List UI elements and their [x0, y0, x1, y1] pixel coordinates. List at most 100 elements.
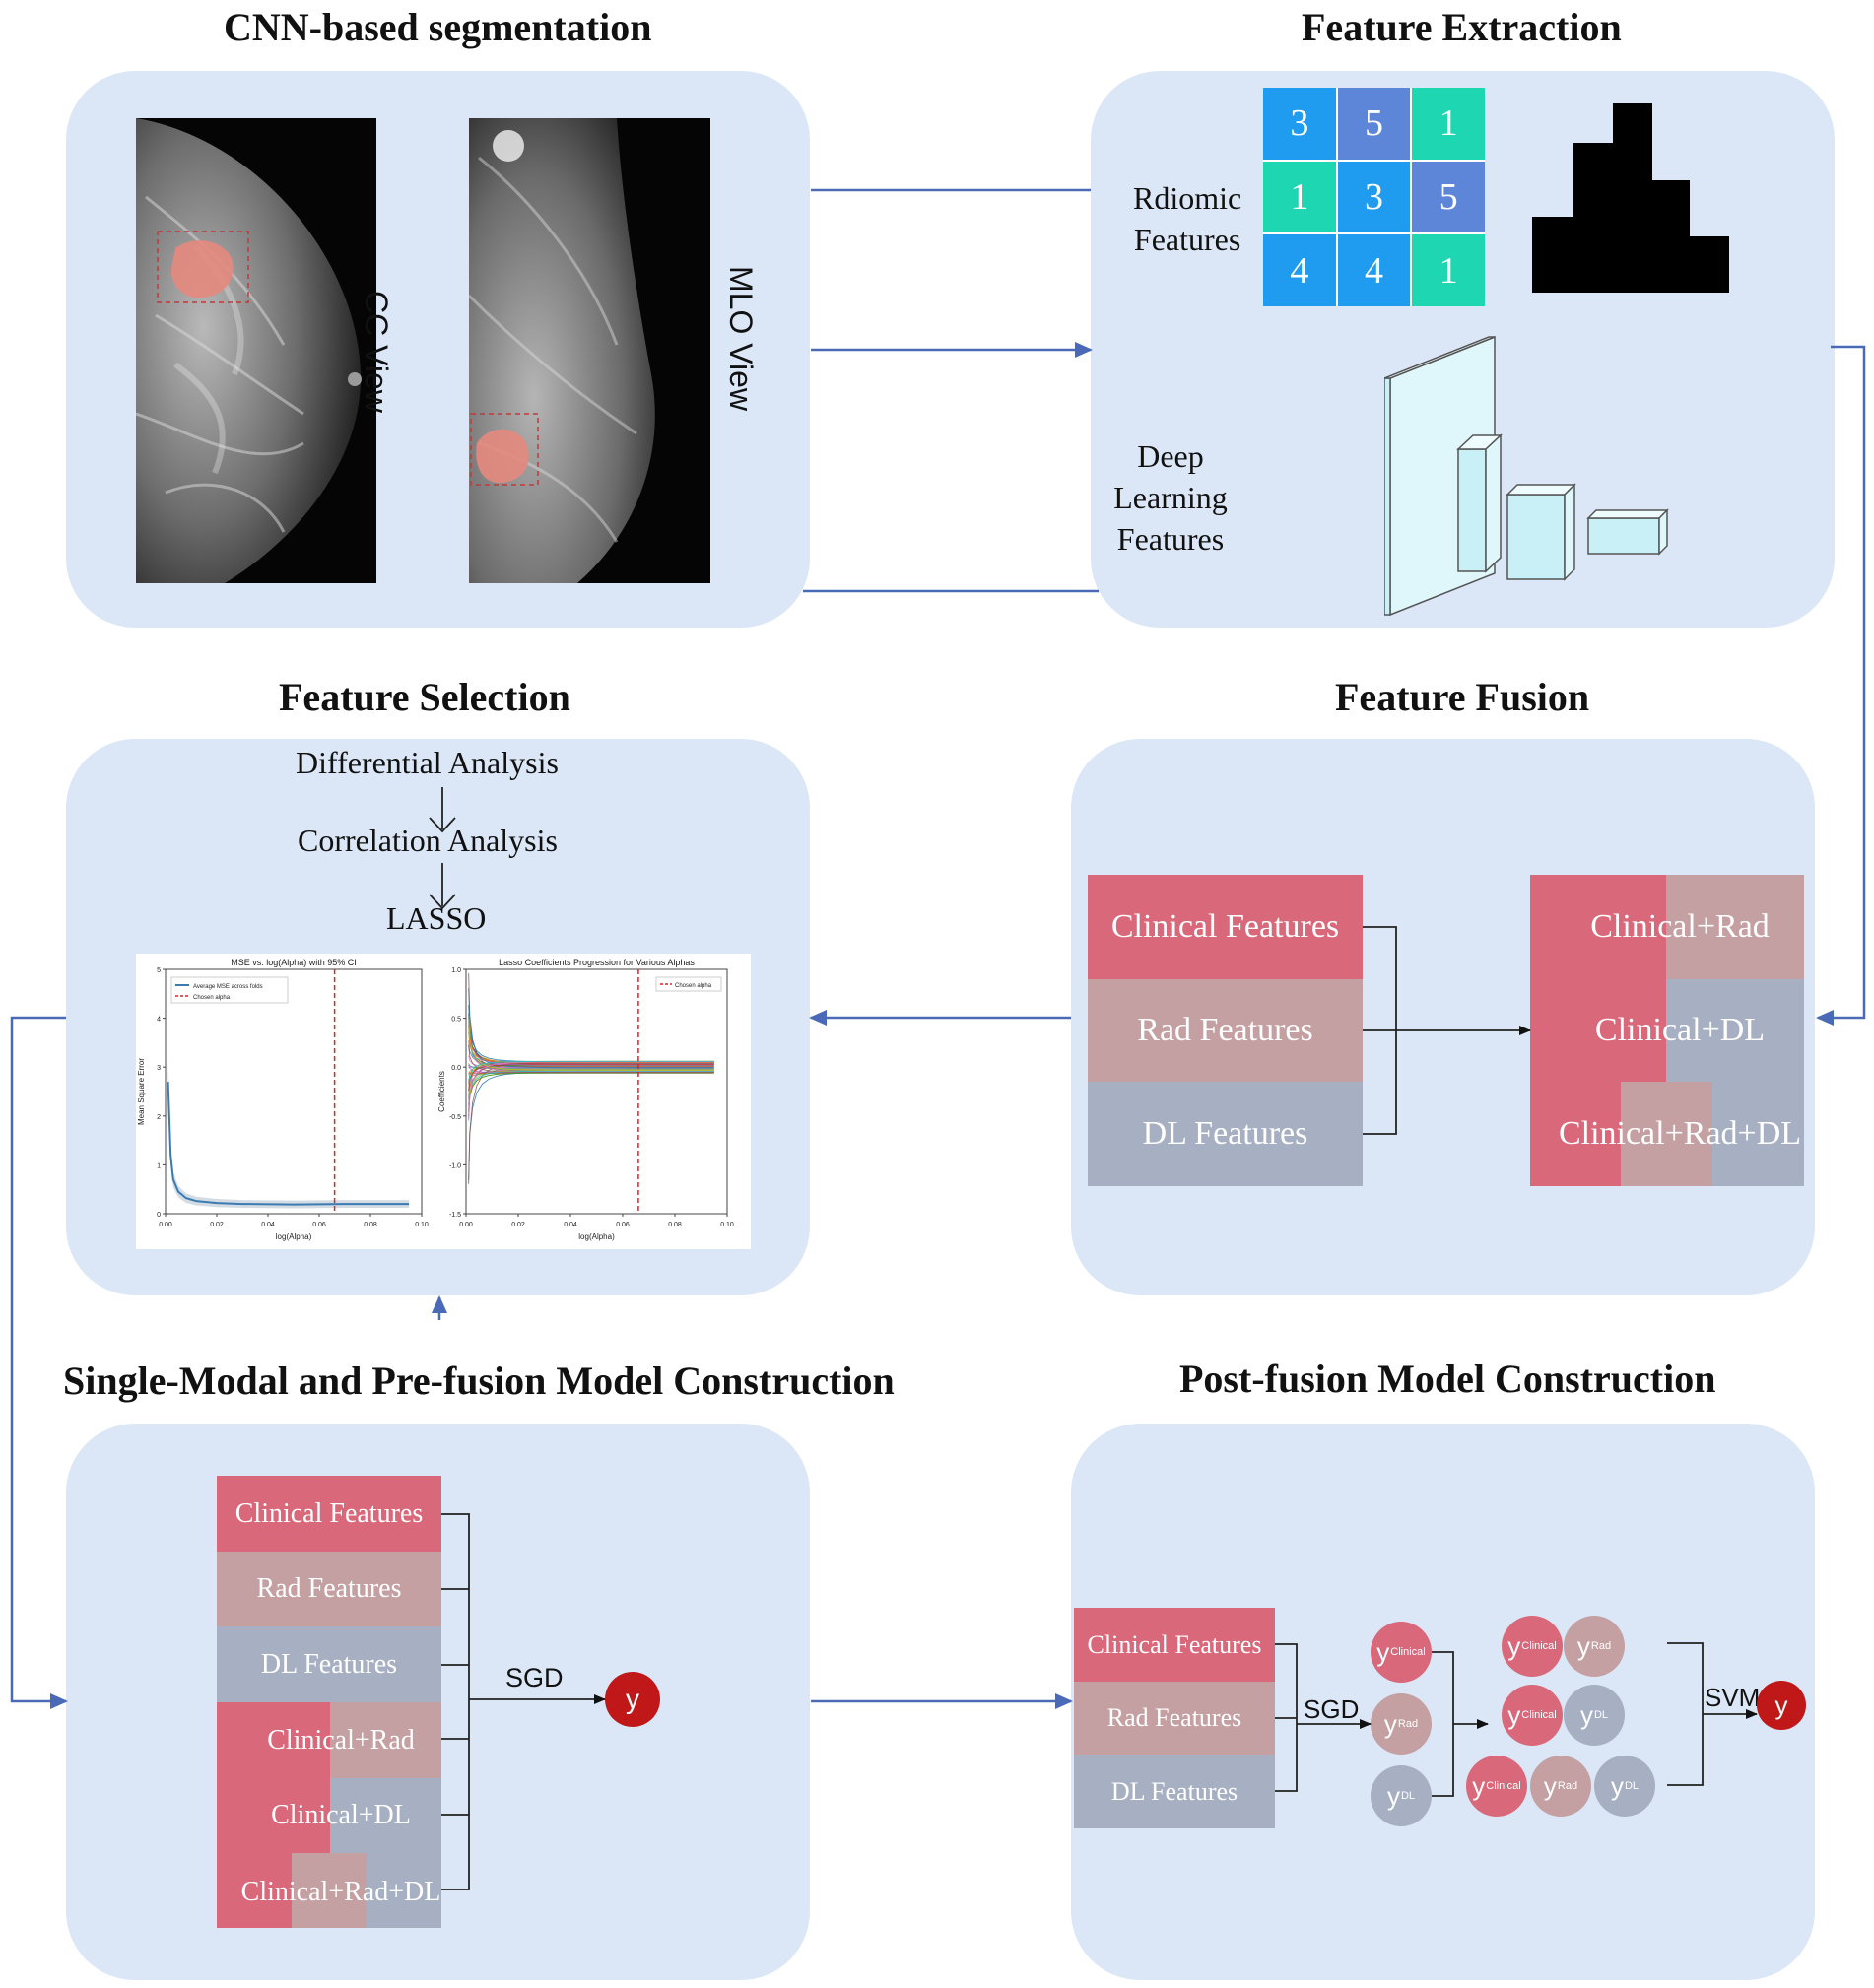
chart-y-tick-label: 2: [157, 1114, 161, 1121]
single-item-clinical: Clinical Features: [217, 1476, 441, 1552]
chart-coefficient-path: [468, 1060, 714, 1085]
grid-cell: 4: [1263, 234, 1336, 306]
chart-coefficient-path: [468, 1063, 714, 1070]
chart-legend-entry: Chosen alpha: [675, 983, 712, 989]
grid-cell: 4: [1337, 234, 1411, 306]
cc-mammogram-image: [136, 118, 376, 583]
chart-x-tick-label: 0.06: [616, 1222, 630, 1228]
cnn-architecture-icon: [1384, 335, 1669, 617]
chart-y-tick-label: -1.5: [449, 1212, 461, 1219]
grid-cell: 5: [1412, 161, 1485, 233]
lasso-charts: MSE vs. log(Alpha) with 95% CI log(Alpha)…: [137, 958, 734, 1241]
deep-learning-features-label: Deep Learning Features: [1113, 438, 1228, 557]
grid-cell: 3: [1263, 88, 1336, 160]
chart-y-tick-label: 5: [157, 967, 161, 974]
chart-coefficient-path: [468, 1063, 714, 1091]
chart-coefficient-path: [468, 1025, 714, 1068]
chart-coefficient-path: [468, 1014, 714, 1071]
chart-x-tick-label: 0.04: [261, 1222, 275, 1228]
chart-y-tick-label: -0.5: [449, 1114, 461, 1121]
chart-y-tick-label: 0: [157, 1212, 161, 1219]
chart-x-tick-label: 0.08: [668, 1222, 682, 1228]
grid-cell: 3: [1337, 161, 1411, 233]
title-extraction: Feature Extraction: [1302, 5, 1622, 49]
fusion-output-clinical-dl: Clinical+DL: [1594, 1012, 1766, 1048]
chart-x-label: log(Alpha): [276, 1232, 312, 1241]
chart-x-tick-label: 0.00: [459, 1222, 473, 1228]
chart-legend: [170, 976, 289, 1004]
fusion-input-dl: DL Features: [1088, 1082, 1363, 1186]
chart-title: MSE vs. log(Alpha) with 95% CI: [231, 958, 357, 967]
chart-title: Lasso Coefficients Progression for Vario…: [499, 958, 695, 967]
chart-y-label: Coefficients: [437, 1071, 446, 1112]
chart-y-tick-label: 1: [157, 1162, 161, 1169]
chart-coefficient-path: [468, 988, 714, 1069]
grid-cell: 1: [1263, 161, 1336, 233]
title-selection: Feature Selection: [279, 675, 570, 719]
post-output-y: y: [1757, 1681, 1806, 1730]
radiomic-features-label: Rdiomic Features: [1133, 180, 1242, 257]
grid-cell: 1: [1412, 88, 1485, 160]
step-lasso: LASSO: [386, 900, 487, 936]
title-single-modal: Single-Modal and Pre-fusion Model Constr…: [63, 1358, 895, 1403]
chart-coefficient-path: [468, 1061, 714, 1121]
single-item-clinical-rad: Clinical+Rad: [267, 1724, 415, 1756]
chart-x-tick-label: 0.00: [159, 1222, 172, 1228]
chart-y-tick-label: 1.0: [451, 967, 461, 974]
chart-x-tick-label: 0.06: [312, 1222, 326, 1228]
single-item-dl: DL Features: [217, 1626, 441, 1702]
chart-series-line: [167, 1082, 409, 1206]
fusion-output-clinical-rad: Clinical+Rad: [1590, 908, 1770, 945]
chart-plot-area: [465, 968, 728, 1215]
single-sgd-label: SGD: [505, 1663, 564, 1692]
chart-y-tick-label: 3: [157, 1065, 161, 1072]
post-sgd-label: SGD: [1304, 1694, 1360, 1724]
chart-y-label: Mean Square Error: [137, 1058, 146, 1125]
chart-legend-entry: Average MSE across folds: [193, 984, 263, 990]
fusion-input-clinical: Clinical Features: [1088, 875, 1363, 979]
title-fusion: Feature Fusion: [1335, 675, 1590, 719]
chart-x-tick-label: 0.08: [364, 1222, 377, 1228]
post-svm-label: SVM: [1705, 1683, 1761, 1712]
chart-x-label: log(Alpha): [578, 1232, 615, 1241]
grid-cell: 5: [1337, 88, 1411, 160]
chart-coefficient-path: [468, 1016, 714, 1066]
post-input-rad: Rad Features: [1074, 1682, 1275, 1755]
chart-y-tick-label: 4: [157, 1017, 161, 1024]
grid-cell: 1: [1412, 234, 1485, 306]
chart-y-tick-label: -1.0: [449, 1162, 461, 1169]
chart-x-tick-label: 0.10: [415, 1222, 429, 1228]
chart-x-tick-label: 0.10: [720, 1222, 734, 1228]
mlo-mammogram-image: [469, 118, 710, 583]
step-correlation-analysis: Correlation Analysis: [298, 823, 558, 858]
title-segmentation: CNN-based segmentation: [224, 5, 652, 49]
single-combined-block: Clinical+Rad Clinical+DL Clinical+Rad+DL: [217, 1702, 441, 1928]
histogram-icon: [1532, 103, 1729, 293]
single-output-y: y: [605, 1672, 660, 1727]
post-input-dl: DL Features: [1074, 1755, 1275, 1828]
chart-x-tick-label: 0.04: [564, 1222, 577, 1228]
title-post-fusion: Post-fusion Model Construction: [1179, 1357, 1716, 1401]
step-differential-analysis: Differential Analysis: [296, 745, 559, 780]
chart-y-tick-label: 0.0: [451, 1065, 461, 1072]
single-item-clinical-rad-dl: Clinical+Rad+DL: [240, 1876, 441, 1907]
chart-x-tick-label: 0.02: [210, 1222, 224, 1228]
radiomic-grid: 3 5 1 1 3 5 4 4 1: [1263, 88, 1485, 306]
chart-x-tick-label: 0.02: [511, 1222, 525, 1228]
fusion-output-clinical-rad-dl: Clinical+Rad+DL: [1558, 1115, 1802, 1152]
chart-coefficient-path: [468, 1070, 714, 1112]
post-input-clinical: Clinical Features: [1074, 1608, 1275, 1682]
chart-y-tick-label: 0.5: [451, 1017, 461, 1024]
fusion-output-block: Clinical+Rad Clinical+DL Clinical+Rad+DL: [1530, 875, 1804, 1186]
chart-legend-entry: Chosen alpha: [193, 995, 231, 1001]
